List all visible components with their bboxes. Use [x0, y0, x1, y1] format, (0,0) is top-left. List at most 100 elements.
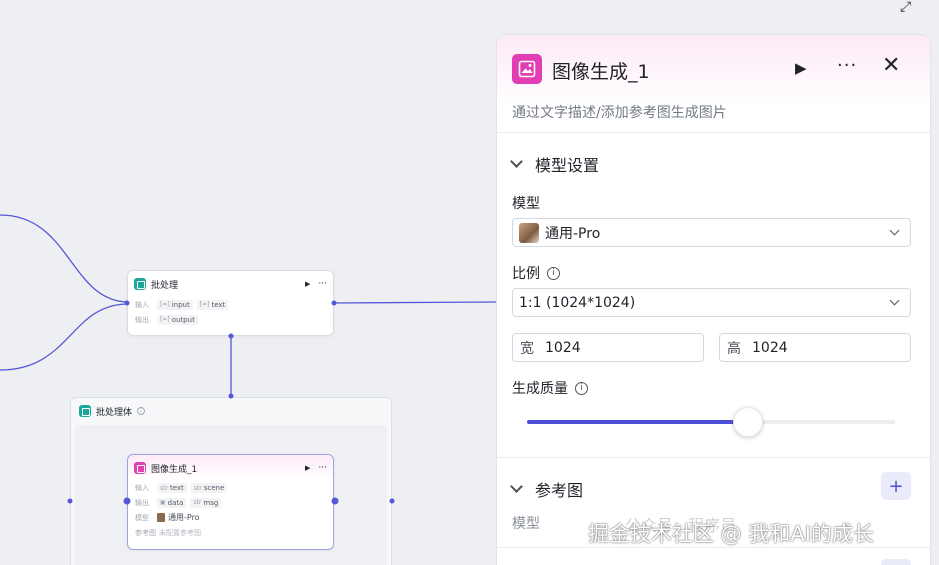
more-icon[interactable]: ··· — [837, 55, 858, 76]
expand-icon[interactable]: ⤢ — [900, 0, 912, 15]
port-group-right — [389, 498, 395, 504]
model-avatar — [157, 513, 165, 522]
image-icon: ▣ — [160, 499, 166, 506]
info-icon[interactable]: i — [137, 407, 146, 415]
play-icon[interactable]: ▶ — [795, 59, 807, 77]
width-value: 1024 — [545, 339, 581, 356]
wire-in-top — [0, 214, 128, 303]
width-input[interactable]: 宽 1024 — [512, 333, 704, 362]
port-batch-out — [331, 300, 337, 306]
input-tag: [=]text — [196, 299, 229, 310]
port-batch-bottom — [228, 333, 234, 339]
info-icon[interactable]: i — [547, 266, 560, 280]
reference-value: 未配置参考图 — [159, 528, 201, 537]
variable-icon: str — [193, 484, 202, 492]
section-title: 参考图 — [535, 481, 584, 500]
batch-body-title: 批处理体 — [96, 407, 133, 418]
batch-node-outputs: 输出 [=]output — [128, 312, 333, 327]
reference-section[interactable]: 参考图 — [510, 477, 584, 501]
chevron-down-icon[interactable] — [510, 155, 523, 168]
wire-out-panel — [333, 301, 497, 304]
reference-model-label: 模型 — [512, 516, 540, 532]
height-input[interactable]: 高 1024 — [719, 333, 911, 362]
ratio-select[interactable]: 1:1 (1024*1024) — [512, 288, 911, 317]
next-section — [497, 547, 930, 565]
batch-icon — [134, 278, 146, 290]
model-select-value: 通用-Pro — [545, 225, 601, 242]
section-title: 模型设置 — [535, 156, 600, 175]
more-icon[interactable]: ··· — [318, 279, 327, 289]
model-avatar — [519, 222, 539, 243]
quality-slider[interactable] — [527, 407, 895, 437]
image-generate-icon — [512, 54, 542, 84]
quality-slider-fill — [527, 420, 748, 424]
port-group-left — [67, 498, 73, 504]
add-reference-button[interactable]: + — [881, 472, 911, 500]
image-node-reference: 参考图 未配置参考图 — [128, 525, 333, 540]
output-tag-text: msg — [203, 498, 219, 507]
quality-slider-handle[interactable] — [733, 407, 763, 437]
wire-in-bottom — [0, 303, 128, 371]
input-label: 输入 — [135, 484, 149, 492]
ratio-select-value: 1:1 (1024*1024) — [519, 294, 636, 311]
port-image-in — [123, 497, 131, 505]
model-select[interactable]: 通用-Pro — [512, 218, 911, 247]
batch-node-inputs: 输入 [=]input [=]text — [128, 297, 333, 312]
batch-icon — [79, 405, 91, 417]
batch-body-header: 批处理体 i — [71, 398, 391, 424]
height-prefix: 高 — [727, 340, 741, 357]
play-icon[interactable]: ▶ — [305, 280, 311, 288]
ratio-label-text: 比例 — [512, 266, 540, 282]
output-tag-text: data — [167, 498, 184, 507]
input-tag-text: scene — [203, 484, 225, 492]
more-icon[interactable]: ··· — [318, 463, 327, 473]
image-node-header: 图像生成_1 ▶ ··· — [128, 455, 333, 481]
play-icon[interactable]: ▶ — [305, 464, 311, 472]
input-tag-text: text — [211, 300, 226, 309]
quality-label: 生成质量 i — [512, 378, 588, 398]
input-tag-text: text — [169, 484, 184, 492]
watermark-ghost: 公众号 · 程序员 — [625, 516, 737, 535]
ratio-label: 比例 i — [512, 263, 560, 283]
image-generate-icon — [134, 462, 146, 474]
width-prefix: 宽 — [520, 340, 534, 357]
output-tag-text: output — [171, 315, 195, 324]
variable-icon: [=] — [199, 301, 210, 308]
variable-icon: str — [193, 499, 202, 506]
batch-node-title: 批处理 — [151, 280, 179, 291]
chevron-down-icon — [889, 295, 900, 306]
model-value: 通用-Pro — [168, 513, 200, 522]
chevron-down-icon[interactable] — [510, 480, 523, 493]
info-icon[interactable]: i — [575, 381, 588, 395]
chevron-down-icon — [889, 225, 900, 236]
port-image-out — [331, 497, 339, 505]
model-label: 模型 — [512, 196, 540, 212]
add-button[interactable] — [881, 559, 911, 565]
watermark: 掘金技术社区 @ 我和AI的成长 — [588, 522, 874, 546]
panel-description[interactable]: 通过文字描述/添加参考图生成图片 — [512, 105, 727, 121]
model-label: 模型 — [135, 513, 149, 522]
image-node-model: 模型 通用-Pro — [128, 510, 333, 525]
image-node-title: 图像生成_1 — [151, 464, 198, 475]
height-value: 1024 — [752, 339, 788, 356]
quality-label-text: 生成质量 — [512, 381, 568, 397]
output-label: 输出 — [135, 498, 149, 507]
node-settings-panel: 图像生成_1 ▶ ··· ✕ 通过文字描述/添加参考图生成图片 模型设置 模型 … — [496, 34, 931, 565]
close-icon[interactable]: ✕ — [882, 53, 901, 78]
batch-node-header: 批处理 ▶ ··· — [128, 271, 333, 297]
panel-header: 图像生成_1 ▶ ··· ✕ 通过文字描述/添加参考图生成图片 — [497, 35, 930, 133]
model-settings-section[interactable]: 模型设置 — [510, 152, 600, 176]
input-label: 输入 — [135, 300, 149, 309]
variable-icon: str — [160, 484, 168, 492]
panel-title[interactable]: 图像生成_1 — [552, 61, 650, 83]
output-tag: [=]output — [157, 314, 198, 325]
variable-icon: [=] — [160, 316, 170, 323]
